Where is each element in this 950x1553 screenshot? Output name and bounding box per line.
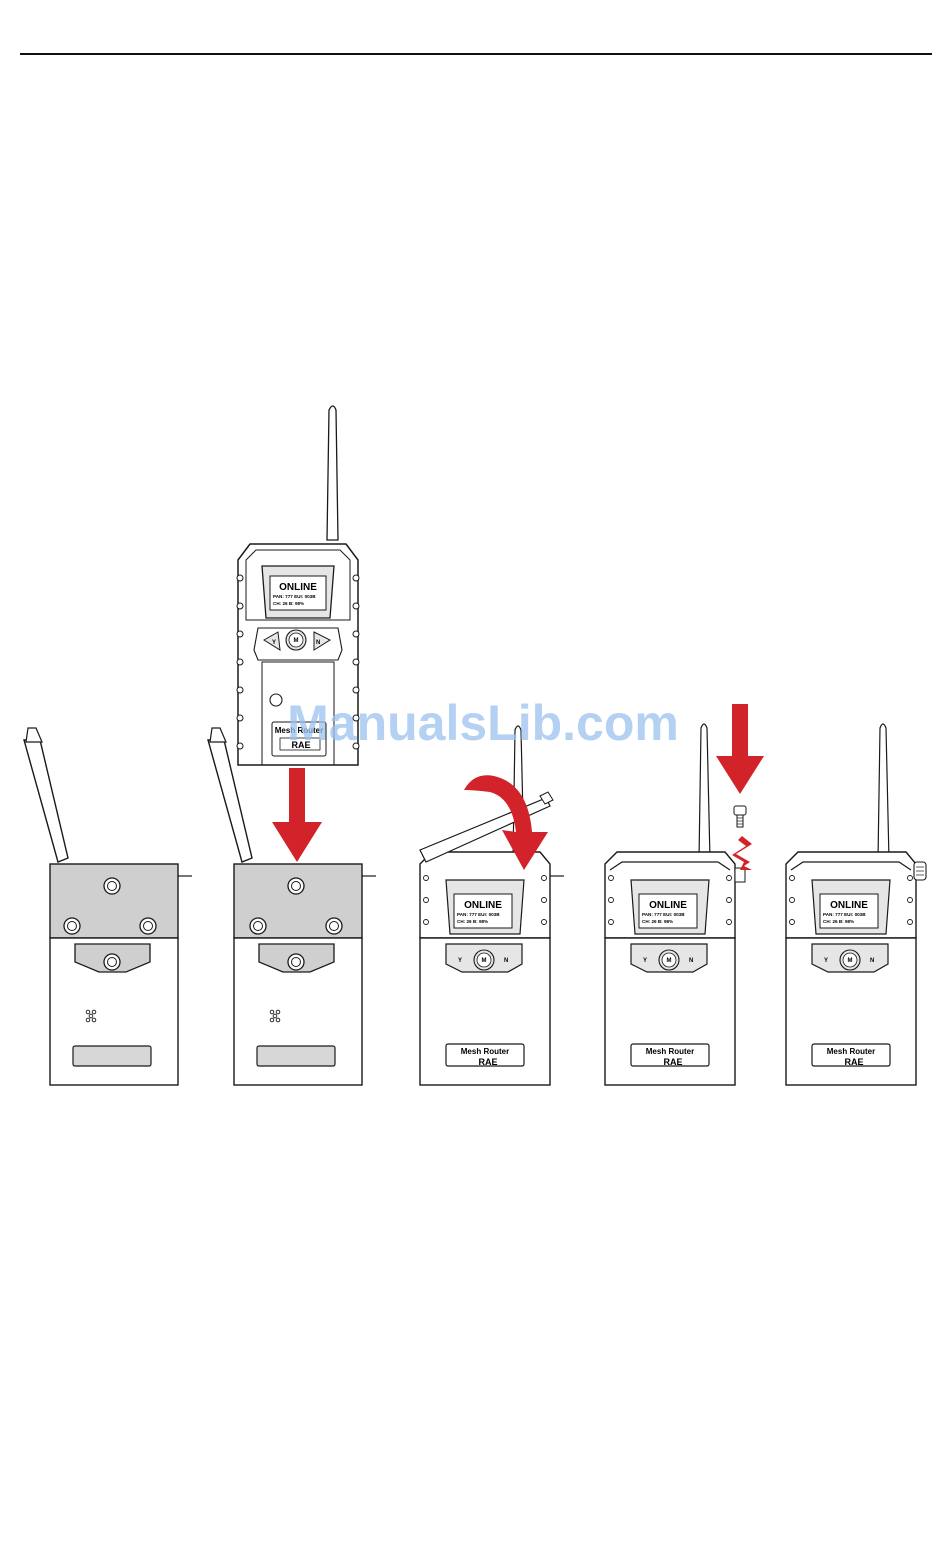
screen-line2: CH: 26 B: 98%: [273, 601, 304, 606]
btn-m-label: M: [667, 958, 672, 964]
btn-m-label: M: [848, 958, 853, 964]
device-label-text: Mesh Router: [461, 1047, 509, 1056]
antenna-icon: [878, 724, 889, 860]
btn-y-label: Y: [824, 958, 828, 964]
screen-line2: CH: 26 B: 98%: [823, 919, 854, 924]
thumbscrew-icon: [734, 806, 746, 827]
screen-status: ONLINE: [464, 900, 502, 911]
watermark: ManualsLib.com: [287, 695, 679, 751]
step4-assembly: ONLINE PAN: 777 EUI: 003B CH: 26 B: 98% …: [605, 724, 745, 1085]
btn-y-label: Y: [272, 640, 276, 646]
brand-logo-text: RAE: [478, 1057, 497, 1067]
step1-bracket: [24, 728, 192, 1085]
screen-line1: PAN: 777 EUI: 003B: [273, 594, 316, 599]
screen-line1: PAN: 777 EUI: 003B: [823, 912, 866, 917]
red-arrow-down: [716, 704, 764, 794]
btn-n-label: N: [870, 958, 874, 964]
btn-n-label: N: [689, 958, 693, 964]
step5-assembly: ONLINE PAN: 777 EUI: 003B CH: 26 B: 98% …: [786, 724, 926, 1085]
device-label-text: Mesh Router: [827, 1047, 875, 1056]
antenna-icon: [699, 724, 710, 860]
screen-line2: CH: 26 B: 98%: [457, 919, 488, 924]
brand-logo-text: RAE: [663, 1057, 682, 1067]
red-arrow-down: [272, 768, 322, 862]
screen-status: ONLINE: [279, 582, 317, 593]
btn-n-label: N: [316, 640, 320, 646]
antenna-icon: [327, 406, 338, 540]
screen-status: ONLINE: [649, 900, 687, 911]
btn-m-label: M: [294, 638, 299, 644]
screen-line2: CH: 26 B: 98%: [642, 919, 673, 924]
screen-line1: PAN: 777 EUI: 003B: [457, 912, 500, 917]
btn-y-label: Y: [643, 958, 647, 964]
btn-m-label: M: [482, 958, 487, 964]
screen-status: ONLINE: [830, 900, 868, 911]
screen-line1: PAN: 777 EUI: 003B: [642, 912, 685, 917]
device-label-text: Mesh Router: [646, 1047, 694, 1056]
btn-n-label: N: [504, 958, 508, 964]
brand-logo-text: RAE: [844, 1057, 863, 1067]
btn-y-label: Y: [458, 958, 462, 964]
